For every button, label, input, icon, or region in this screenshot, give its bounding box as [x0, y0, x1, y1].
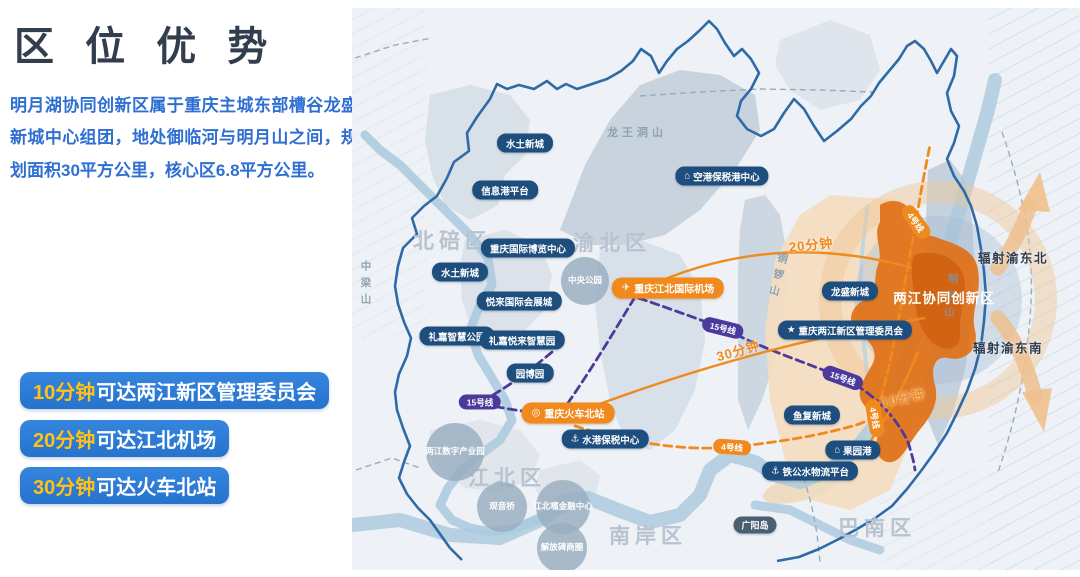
travel-time-badge-20min: 20分钟 可达江北机场 — [20, 420, 230, 457]
time-label: 可达两江新区管理委员会 — [96, 382, 317, 404]
urban-patch — [425, 85, 530, 220]
time-label: 可达火车北站 — [96, 477, 217, 499]
map-label-yufu-newtown: 鱼复新城 — [783, 405, 841, 425]
mountain-patch-longwang — [560, 70, 760, 245]
map-label-airport-bonded-center: ⌂空港保税港中心 — [675, 166, 769, 186]
map-label-north-railway-station: ◎重庆火车北站 — [521, 402, 615, 424]
district-label-jiangbei: 江北区 — [468, 467, 546, 490]
time-highlight: 20分钟 — [33, 430, 96, 452]
innovation-zone-label: 两江协同创新区 — [893, 291, 995, 306]
map-label-guangyang-island: 广阳岛 — [733, 516, 777, 534]
map-label-jiangbei-airport: ✈重庆江北国际机场 — [611, 277, 725, 299]
district-label-banan: 巴南区 — [838, 517, 916, 540]
river-branch — [750, 500, 885, 555]
plane-icon: ✈ — [621, 282, 631, 294]
radiation-label-southeast: 辐射渝东南 — [972, 341, 1044, 356]
map-label-shuitu-newtown-2: 水土新城 — [431, 262, 489, 282]
metro-4-badge: 4号线 — [712, 438, 752, 456]
travel-time-badge-10min: 10分钟 可达两江新区管理委员会 — [20, 372, 330, 409]
map-label-lijia-smart-park: 礼嘉智慧公园 — [419, 326, 495, 346]
time-label: 可达江北机场 — [96, 430, 217, 452]
mountain-label-zhongliang: 中梁山 — [359, 260, 372, 310]
urban-patch — [775, 20, 880, 110]
district-label-nanan: 南岸区 — [609, 525, 687, 548]
mountain-label-longwangdong: 龙王洞山 — [607, 127, 667, 139]
poi-digital-industry-park: 两江数字产业园 — [425, 423, 485, 481]
anchor-icon: ⚓ — [770, 465, 780, 477]
map-label-yuelai-exhibition-city: 悦来国际会展城 — [476, 291, 562, 311]
river-stripes-southeast — [880, 470, 1010, 570]
radiation-arrow-southeast — [990, 310, 1052, 432]
star-icon: ★ — [786, 324, 796, 336]
intro-paragraph: 明月湖协同创新区属于重庆主城东部槽谷龙盛新城中心组团，地处御临河与明月山之间，规… — [10, 96, 358, 180]
building-icon: ⌂ — [684, 170, 691, 182]
building-icon: ⌂ — [834, 444, 841, 456]
anchor-icon: ⚓ — [570, 433, 580, 445]
map-label-lijia-yuelai-smart-park: 礼嘉悦来智慧园 — [479, 330, 565, 350]
page-title: 区 位 优 势 — [14, 25, 278, 69]
travel-time-badge-30min: 30分钟 可达火车北站 — [20, 467, 230, 504]
map-label-shuitu-newtown: 水土新城 — [496, 133, 554, 153]
time-highlight: 10分钟 — [33, 382, 96, 404]
map-label-garden-expo: 园博园 — [506, 363, 554, 383]
radiation-label-northeast: 辐射渝东北 — [977, 251, 1049, 266]
district-label-yubei: 渝北区 — [573, 232, 651, 255]
poi-jiefangbei: 解放碑商圈 — [537, 523, 587, 570]
metro-15-badge: 15号线 — [458, 394, 502, 410]
map-label-guoyuan-port: ⌂果园港 — [825, 440, 881, 460]
map-label-expo-center: 重庆国际博览中心 — [480, 238, 576, 258]
district-label-beibei: 北碚区 — [413, 230, 491, 253]
innovation-zone-core — [911, 252, 965, 349]
left-panel: 区 位 优 势 明月湖协同创新区属于重庆主城东部槽谷龙盛新城中心组团，地处御临河… — [0, 0, 358, 577]
map-label-longsheng-newtown: 龙盛新城 — [821, 281, 879, 301]
map: 北碚区 渝北区 江北区 南岸区 巴南区 中梁山 铜锣山 明月山 龙王洞山 中央公… — [352, 8, 1080, 570]
station-icon: ◎ — [531, 407, 541, 419]
map-label-rail-road-water-logistics: ⚓铁公水物流平台 — [761, 461, 859, 481]
time-highlight: 30分钟 — [33, 477, 96, 499]
map-label-liangjiang-admin-committee: ★重庆两江新区管理委员会 — [777, 320, 913, 340]
map-label-info-port: 信息港平台 — [472, 180, 538, 200]
terrain-stripes-west — [352, 8, 427, 338]
radiation-arrow-northeast — [990, 172, 1050, 276]
poi-guanyinqiao: 观音桥 — [477, 482, 527, 532]
map-label-water-port-bonded-center: ⚓水港保税中心 — [561, 429, 649, 449]
poi-central-park: 中央公园 — [561, 257, 609, 305]
urban-area-boundary — [393, 19, 988, 563]
